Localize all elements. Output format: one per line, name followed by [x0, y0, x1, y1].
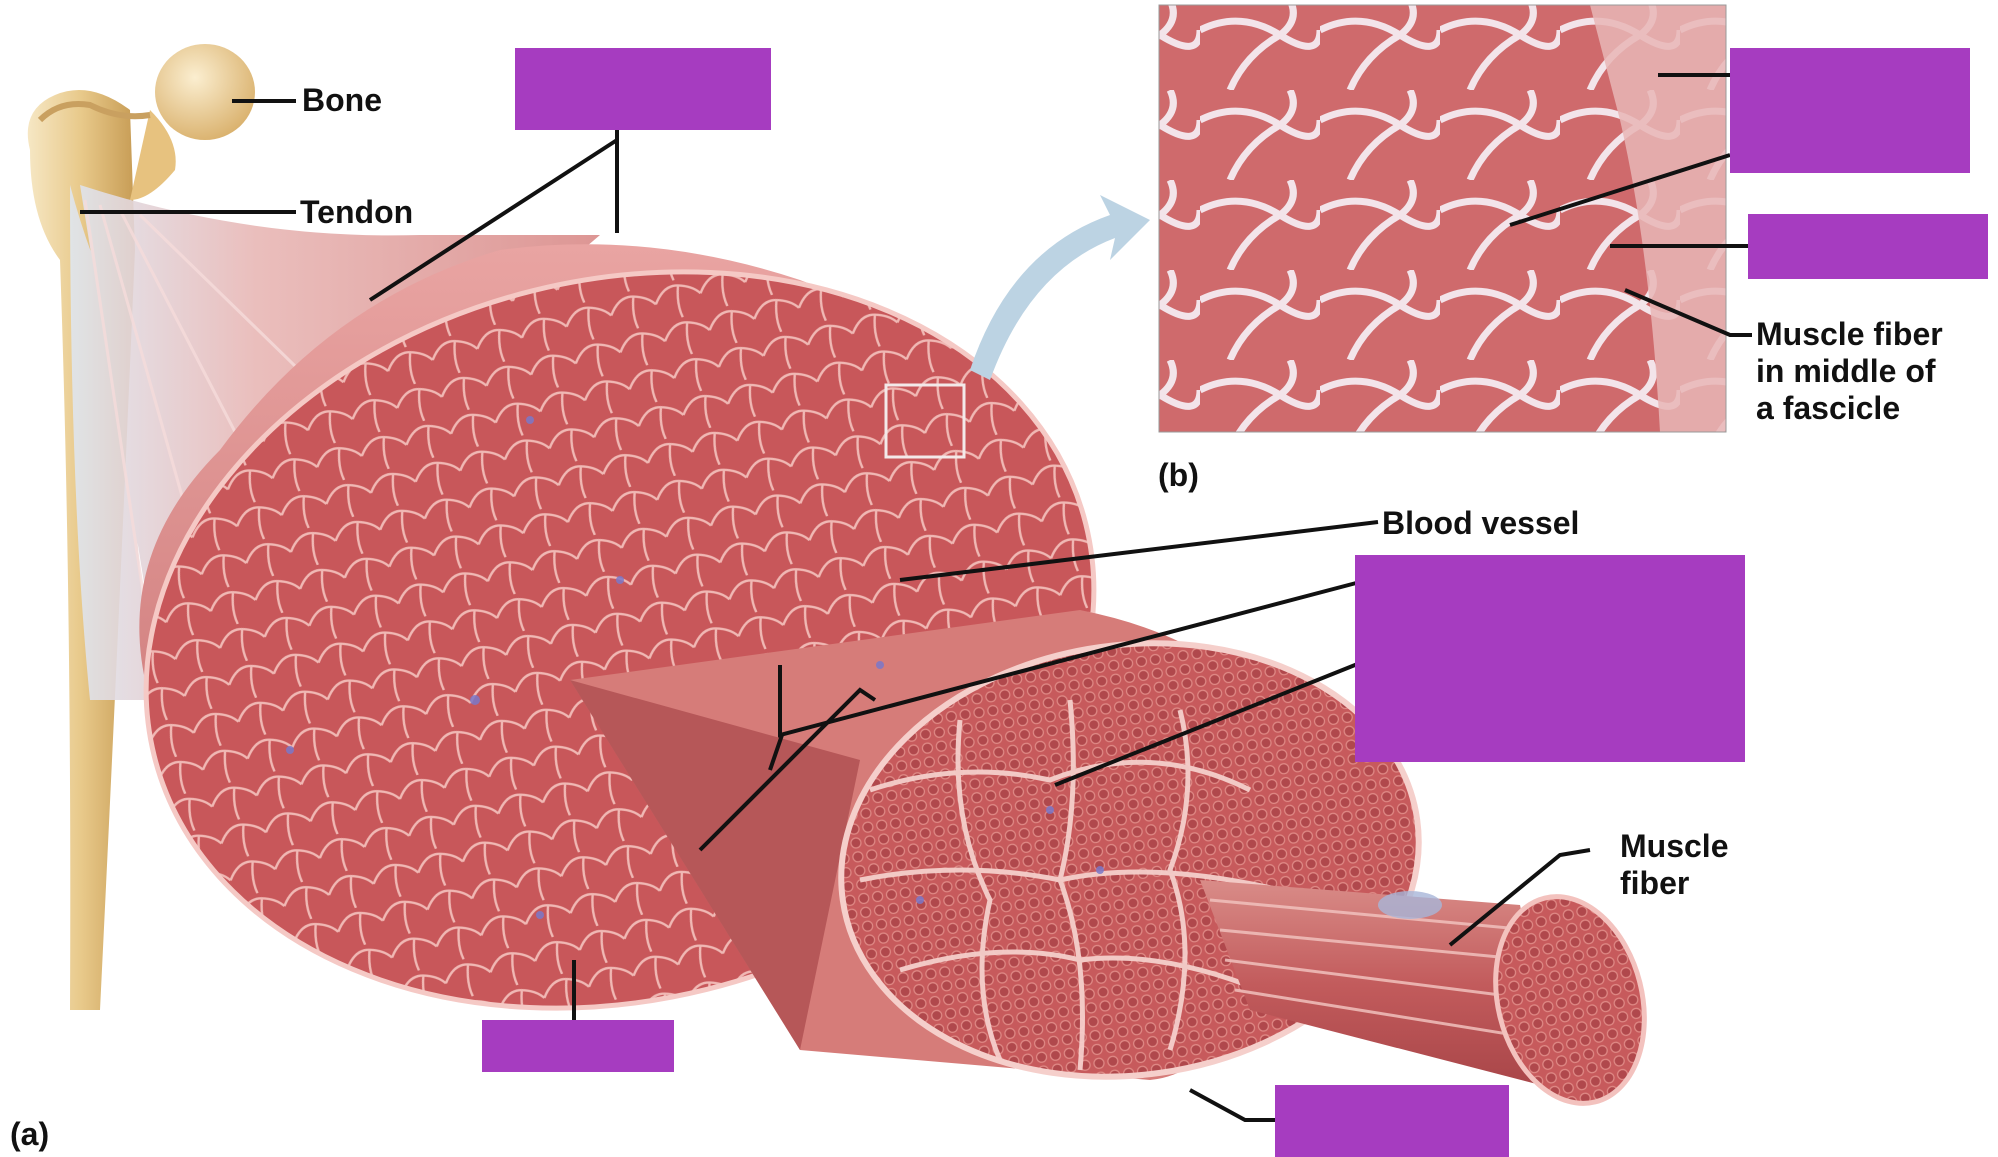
label-muscle-fiber-line-1: Muscle	[1620, 828, 1728, 865]
label-muscle-fiber-fascicle: Muscle fiber in middle of a fascicle	[1756, 316, 1943, 427]
answer-box-4[interactable]	[1355, 555, 1745, 762]
magnify-arrow	[970, 195, 1150, 380]
muscle-fiber-illustration	[1200, 880, 1665, 1119]
label-tendon: Tendon	[300, 194, 413, 231]
panel-label-b: (b)	[1158, 457, 1199, 494]
label-muscle-fiber: Muscle fiber	[1620, 828, 1728, 902]
label-bone: Bone	[302, 82, 382, 119]
answer-box-6[interactable]	[1275, 1085, 1509, 1157]
answer-box-2[interactable]	[1730, 48, 1970, 173]
answer-box-3[interactable]	[1748, 214, 1988, 279]
label-mf-fascicle-line-1: Muscle fiber	[1756, 316, 1943, 353]
label-muscle-fiber-line-2: fiber	[1620, 865, 1728, 902]
answer-box-1[interactable]	[515, 48, 771, 130]
panel-label-a: (a)	[10, 1116, 49, 1153]
micrograph-panel-b	[1159, 5, 1726, 432]
answer-box-5[interactable]	[482, 1020, 674, 1072]
label-mf-fascicle-line-3: a fascicle	[1756, 390, 1943, 427]
label-mf-fascicle-line-2: in middle of	[1756, 353, 1943, 390]
label-blood-vessel: Blood vessel	[1382, 505, 1579, 542]
